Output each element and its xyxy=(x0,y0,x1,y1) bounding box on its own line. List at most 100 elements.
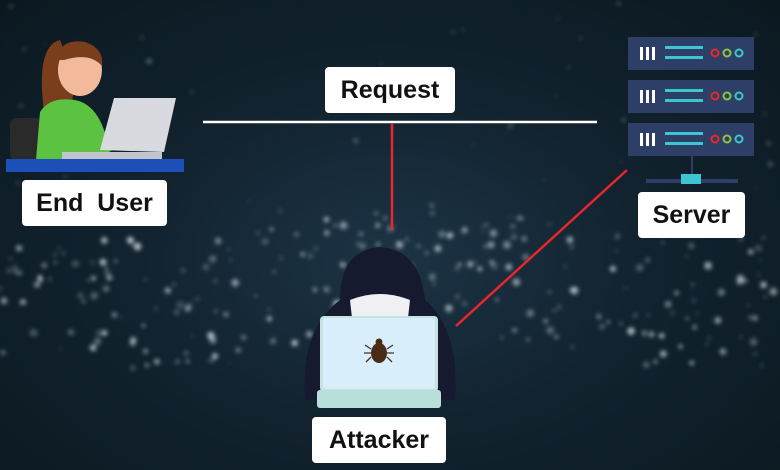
bokeh-dot xyxy=(461,300,468,307)
bokeh-dot xyxy=(490,262,498,270)
laptop-base xyxy=(317,390,441,408)
bokeh-dot xyxy=(509,216,512,219)
bokeh-dot xyxy=(416,244,421,249)
bokeh-dot xyxy=(86,278,90,282)
bokeh-dot xyxy=(9,4,13,9)
bokeh-dot xyxy=(483,244,488,249)
bokeh-dot xyxy=(762,236,765,240)
bokeh-dot xyxy=(661,241,664,244)
bokeh-dot xyxy=(202,263,210,271)
bokeh-dot xyxy=(570,245,573,249)
bokeh-dot xyxy=(457,262,462,267)
bokeh-dot xyxy=(674,290,679,296)
bokeh-dot xyxy=(102,285,110,293)
bokeh-dot xyxy=(648,331,655,338)
bokeh-dot xyxy=(505,263,513,271)
bokeh-dot xyxy=(145,363,149,367)
bokeh-dot xyxy=(432,282,436,286)
bokeh-dot xyxy=(546,326,555,335)
bokeh-dot xyxy=(0,297,8,305)
bokeh-dot xyxy=(405,238,409,241)
bokeh-dot xyxy=(334,224,337,227)
bokeh-dot xyxy=(278,208,283,213)
bokeh-dot xyxy=(93,337,102,346)
bokeh-dot xyxy=(500,336,504,339)
bokeh-dot xyxy=(273,270,276,274)
bokeh-dot xyxy=(119,316,123,319)
bokeh-dot xyxy=(103,265,109,271)
bokeh-dot xyxy=(229,258,232,261)
bokeh-dot xyxy=(429,202,435,208)
bokeh-dot xyxy=(180,268,186,273)
bokeh-dot xyxy=(176,300,185,309)
bokeh-dot xyxy=(307,252,314,259)
bokeh-dot xyxy=(707,336,711,340)
bokeh-dot xyxy=(375,223,381,228)
bokeh-dot xyxy=(543,318,549,324)
bokeh-dot xyxy=(461,227,468,234)
status-light-icon xyxy=(722,134,732,144)
bokeh-dot xyxy=(196,297,200,301)
bokeh-dot xyxy=(101,237,108,244)
bokeh-dot xyxy=(487,241,495,249)
bokeh-dot xyxy=(641,330,647,336)
bokeh-dot xyxy=(19,298,27,306)
bokeh-dot xyxy=(510,233,517,240)
bokeh-dot xyxy=(383,216,388,220)
bokeh-dot xyxy=(553,309,556,312)
bokeh-dot xyxy=(209,255,217,263)
bokeh-dot xyxy=(256,231,260,234)
bokeh-dot xyxy=(606,320,611,324)
bokeh-dot xyxy=(438,230,446,238)
bokeh-dot xyxy=(213,279,218,284)
bokeh-dot xyxy=(89,344,97,352)
bokeh-dot xyxy=(101,330,108,336)
bokeh-dot xyxy=(293,231,300,238)
bokeh-dot xyxy=(130,336,137,344)
status-light-icon xyxy=(734,48,744,58)
face-shadow xyxy=(350,294,410,318)
end-user-illustration xyxy=(6,40,184,172)
bokeh-dot xyxy=(99,258,107,266)
bokeh-dot xyxy=(474,261,478,264)
bokeh-dot xyxy=(18,103,24,109)
bokeh-dot xyxy=(502,241,511,249)
bokeh-dot xyxy=(227,248,230,251)
bokeh-dot xyxy=(395,241,404,249)
bokeh-dot xyxy=(619,322,623,325)
bokeh-dot xyxy=(63,175,67,179)
bokeh-dot xyxy=(599,323,606,330)
bokeh-dot xyxy=(482,230,485,233)
bokeh-dot xyxy=(142,348,149,354)
bokeh-dot xyxy=(760,363,764,367)
end-user-label: End User xyxy=(22,180,167,226)
bokeh-dot xyxy=(566,236,574,244)
bokeh-dot xyxy=(521,236,527,242)
bokeh-dot xyxy=(507,123,514,129)
bokeh-dot xyxy=(126,236,134,244)
bokeh-dot xyxy=(543,178,546,181)
bokeh-dot xyxy=(214,309,217,313)
network-bokeh-background xyxy=(0,0,778,371)
bokeh-dot xyxy=(9,257,12,261)
bokeh-dot xyxy=(749,338,758,346)
bokeh-dot xyxy=(689,360,694,366)
bokeh-dot xyxy=(62,252,66,255)
bokeh-dot xyxy=(183,350,189,356)
status-light-icon xyxy=(722,48,732,58)
bokeh-dot xyxy=(567,65,571,70)
bokeh-dot xyxy=(231,279,239,287)
bokeh-dot xyxy=(571,346,574,349)
bokeh-dot xyxy=(653,359,658,364)
bokeh-dot xyxy=(291,339,298,347)
bokeh-dot xyxy=(191,334,194,338)
bokeh-dot xyxy=(358,231,364,237)
bokeh-dot xyxy=(719,348,727,355)
bokeh-dot xyxy=(753,352,757,356)
bokeh-dot xyxy=(739,335,743,339)
bokeh-dot xyxy=(619,160,622,163)
bokeh-dot xyxy=(353,138,359,144)
bokeh-dot xyxy=(670,311,675,315)
bokeh-dot xyxy=(223,311,229,317)
